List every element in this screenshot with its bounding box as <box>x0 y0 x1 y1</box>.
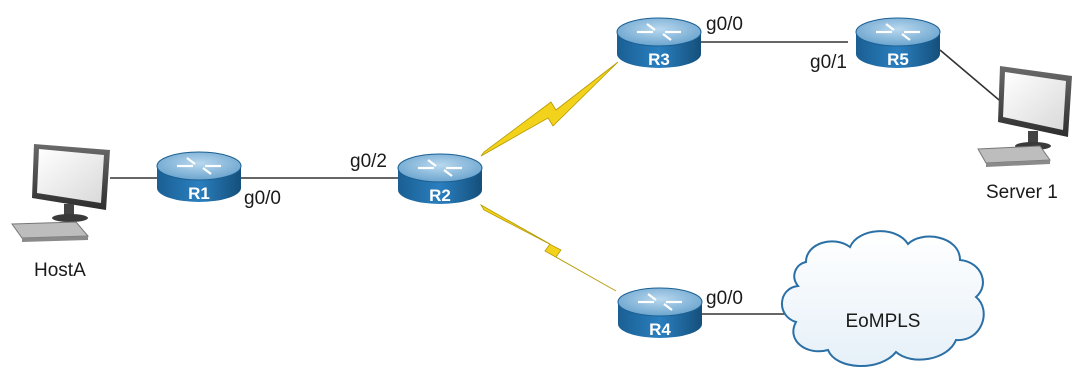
hosta-workstation[interactable]: HostA <box>11 144 110 281</box>
monitor-icon <box>32 144 110 222</box>
router-arrows-icon <box>638 293 682 311</box>
router-r2[interactable]: R2 <box>397 153 483 205</box>
port-label-r5-g01: g0/1 <box>810 52 847 73</box>
server1-label: Server 1 <box>986 182 1058 203</box>
router-r1[interactable]: R1 <box>156 151 242 203</box>
port-label-r2-g02: g0/2 <box>350 151 387 172</box>
port-label-r1-g00: g0/0 <box>244 188 281 209</box>
router-label-r3: R3 <box>648 50 670 69</box>
cloud-label: EoMPLS <box>846 311 921 332</box>
port-label-r3-g00: g0/0 <box>706 14 743 35</box>
router-arrows-icon <box>637 23 681 41</box>
links <box>110 41 1006 315</box>
link-r5-server1 <box>939 49 1006 106</box>
keyboard-icon <box>11 221 90 242</box>
eompls-cloud[interactable]: EoMPLS <box>781 230 985 367</box>
cloud-icon <box>781 230 985 367</box>
server1-workstation[interactable]: Server 1 <box>977 66 1072 203</box>
router-label-r4: R4 <box>649 320 671 339</box>
router-arrows-icon <box>177 157 221 175</box>
router-r5[interactable]: R5 <box>855 17 941 69</box>
monitor-icon <box>998 66 1072 150</box>
router-label-r5: R5 <box>887 50 909 69</box>
lightning-bolt-icon <box>479 203 617 292</box>
router-r3[interactable]: R3 <box>616 17 702 69</box>
lightning-bolt-icon <box>480 61 619 157</box>
keyboard-icon <box>977 145 1051 167</box>
port-label-r4-g00: g0/0 <box>706 288 743 309</box>
router-arrows-icon <box>418 159 462 177</box>
router-label-r2: R2 <box>429 186 451 205</box>
serial-link-r2-r4 <box>479 203 617 292</box>
router-r4[interactable]: R4 <box>617 287 703 339</box>
serial-link-r2-r3 <box>480 61 619 157</box>
router-label-r1: R1 <box>188 184 210 203</box>
hosta-label: HostA <box>34 260 86 281</box>
router-arrows-icon <box>876 23 920 41</box>
